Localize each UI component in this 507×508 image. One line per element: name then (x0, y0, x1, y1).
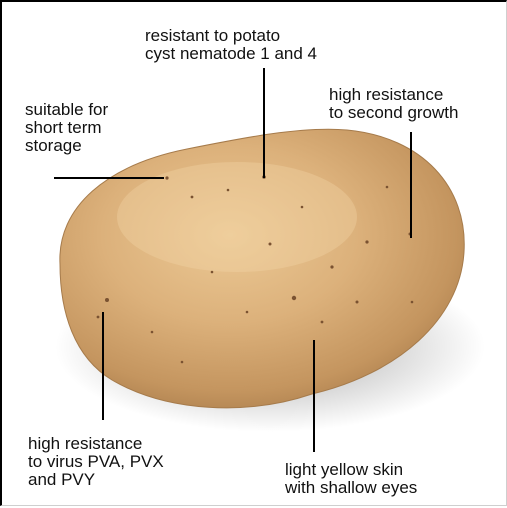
callout-storage-line-3: storage (25, 137, 108, 155)
callout-virus-line-2: to virus PVA, PVX (28, 453, 164, 471)
callout-nematode-line-1: resistant to potato (145, 27, 317, 45)
callout-second-growth-line-1: high resistance (329, 86, 458, 104)
callout-nematode: resistant to potato cyst nematode 1 and … (145, 27, 317, 63)
callout-skin-line-1: light yellow skin (285, 461, 417, 479)
callout-skin-line-2: with shallow eyes (285, 479, 417, 497)
callout-second-growth-line-2: to second growth (329, 104, 458, 122)
callout-nematode-line-2: cyst nematode 1 and 4 (145, 45, 317, 63)
callout-virus: high resistance to virus PVA, PVX and PV… (28, 435, 164, 489)
callout-second-growth: high resistance to second growth (329, 86, 458, 122)
callout-storage-line-1: suitable for (25, 101, 108, 119)
callout-virus-line-3: and PVY (28, 471, 164, 489)
callout-virus-line-1: high resistance (28, 435, 164, 453)
callout-skin: light yellow skin with shallow eyes (285, 461, 417, 497)
callout-storage: suitable for short term storage (25, 101, 108, 155)
callout-storage-line-2: short term (25, 119, 108, 137)
